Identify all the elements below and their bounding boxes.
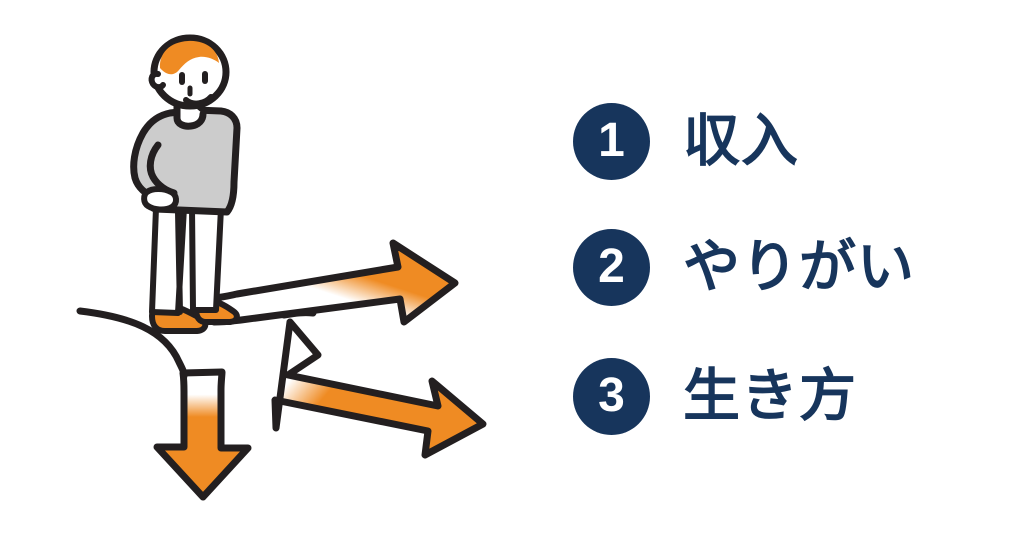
head (148, 34, 230, 110)
number-badge-1: 1 (573, 102, 650, 180)
leg-center-line (175, 209, 183, 315)
list-item[interactable]: 2 やりがい (573, 228, 915, 306)
ground-lines (76, 307, 317, 380)
person-figure (130, 34, 241, 334)
legs-pants (149, 205, 224, 316)
number-badge-label: 2 (598, 240, 625, 293)
arrow-up-right-icon (209, 239, 459, 326)
illustration-person-at-crossroads (76, 34, 487, 501)
list-item[interactable]: 1 収入 (573, 102, 799, 180)
hand (141, 186, 179, 213)
list-item-label-1: 収入 (683, 108, 799, 173)
list-item-label-2: やりがい (683, 234, 915, 299)
arrow-down-icon (153, 368, 252, 501)
number-badge-label: 1 (598, 114, 625, 167)
arrow-down-right-icon (271, 318, 487, 459)
number-badge-2: 2 (573, 228, 650, 306)
number-badge-3: 3 (573, 357, 650, 435)
list-item[interactable]: 3 生き方 (573, 357, 857, 435)
list-item-label-3: 生き方 (683, 363, 857, 428)
numbered-list: 1 収入 2 やりがい 3 生き方 (573, 88, 1003, 458)
number-badge-label: 3 (598, 369, 625, 422)
